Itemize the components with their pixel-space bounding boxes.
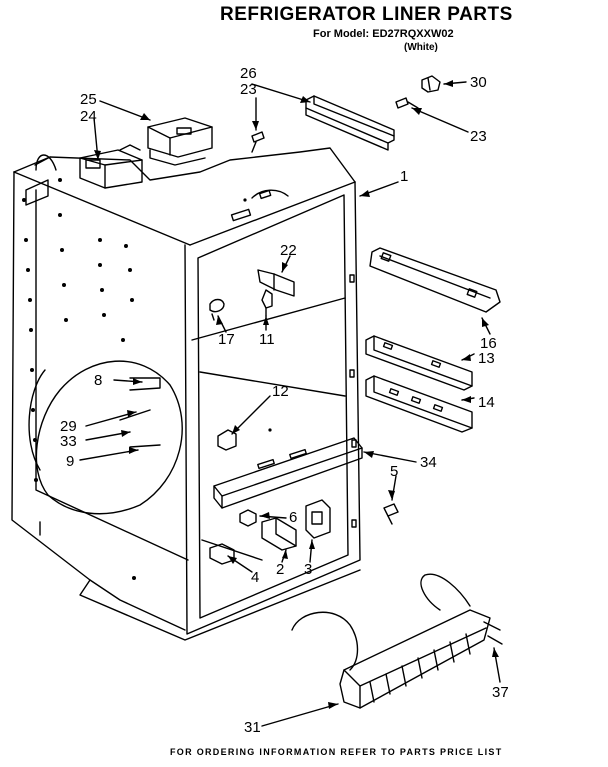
part-30-clip	[421, 75, 441, 93]
callout-9: 9	[66, 453, 74, 470]
screw-23-left	[251, 131, 265, 153]
color-note: (White)	[404, 42, 438, 53]
callout-5: 5	[390, 463, 398, 480]
callout-8: 8	[94, 372, 102, 389]
part-6-clip	[239, 509, 257, 527]
callout-3: 3	[304, 561, 312, 578]
callout-labels: 25 24 26 23 30 23 1 22 17 11 16 13 12 14…	[60, 65, 509, 736]
page-title: REFRIGERATOR LINER PARTS	[220, 4, 513, 25]
callout-16: 16	[480, 335, 497, 352]
part-13-bracket	[365, 335, 473, 391]
callout-14: 14	[478, 394, 495, 411]
part-34-rail	[213, 437, 363, 509]
part-12-clip	[217, 429, 237, 451]
callout-4: 4	[251, 569, 259, 586]
model-number: For Model: ED27RQXXW02	[313, 28, 454, 40]
part-31-heater	[291, 573, 503, 709]
liner-cabinet	[11, 147, 361, 641]
leader-arrows	[94, 80, 499, 709]
part-14-bracket	[365, 375, 473, 433]
part-17-plug	[209, 298, 225, 321]
callout-26: 26	[240, 65, 257, 82]
callout-17: 17	[218, 331, 235, 348]
callout-22: 22	[280, 242, 297, 259]
callout-31: 31	[244, 719, 261, 736]
callout-12: 12	[272, 383, 289, 400]
callout-2: 2	[276, 561, 284, 578]
callout-34: 34	[420, 454, 437, 471]
callout-23-top: 23	[240, 81, 257, 98]
callout-13: 13	[478, 350, 495, 367]
callout-24: 24	[80, 108, 97, 125]
part-3-switch	[305, 499, 331, 539]
ordering-footer: FOR ORDERING INFORMATION REFER TO PARTS …	[170, 747, 503, 757]
callout-1: 1	[400, 168, 408, 185]
part-22-bracket	[257, 269, 295, 297]
part-2-housing	[261, 517, 297, 551]
part-11-screw	[261, 289, 273, 317]
detail-circle	[28, 360, 183, 515]
part-16-rail	[369, 247, 501, 313]
part-26-rail	[305, 95, 395, 151]
callout-23-right: 23	[470, 128, 487, 145]
screw-23-right	[395, 97, 419, 109]
leader-lines	[79, 81, 501, 727]
part-24-damper	[79, 144, 143, 189]
callout-25: 25	[80, 91, 97, 108]
callout-11: 11	[259, 331, 275, 348]
callout-33: 33	[60, 433, 77, 450]
callout-37: 37	[492, 684, 509, 701]
callout-30: 30	[470, 74, 487, 91]
part-5-screw	[383, 503, 399, 525]
callout-29: 29	[60, 418, 77, 435]
part-25-bracket	[147, 117, 213, 166]
callout-6: 6	[289, 509, 297, 526]
side-wall-holes	[22, 178, 272, 580]
